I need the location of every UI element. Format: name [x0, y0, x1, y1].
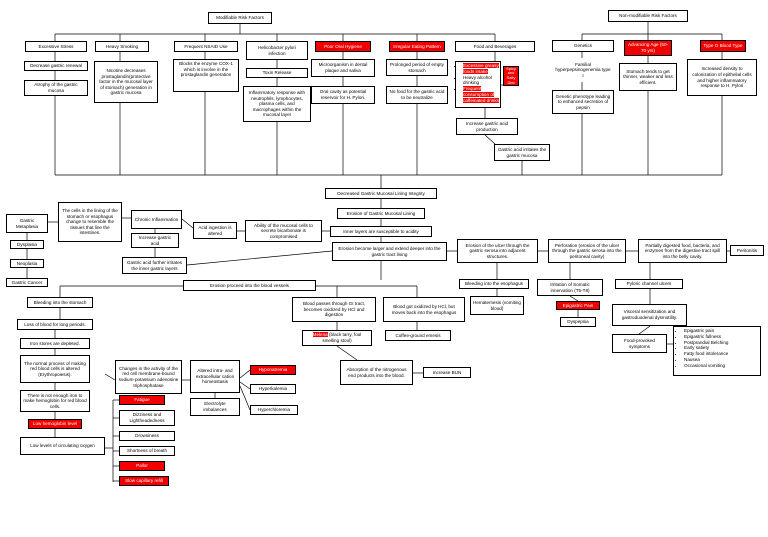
absorption-box: Absorption of the nitrogenous end produc…: [340, 360, 413, 385]
provoked-symptom-list: Epigastric pain Epigastric fullness Post…: [673, 326, 761, 376]
food-provoked-box: Food-provoked symptoms: [612, 334, 667, 353]
iron-depleted-box: Iron stores are depleted.: [20, 338, 90, 349]
neoplasia-box: Neoplasia: [10, 259, 44, 268]
h-pylori-box: Helicobacter pylori infection: [246, 41, 308, 60]
modifiable-risk-factors-title: Modifiable Risk Factors: [208, 12, 272, 24]
no-food-box: No food for the gastric acid to be neutr…: [386, 86, 448, 104]
provoked-symptom: Fatty food intolerance: [684, 351, 728, 357]
altered-cation-box: Altered intra- and extracellular cation …: [190, 360, 240, 393]
irritation-somatic-box: Irritation of Somatic innervation (T5-T8…: [537, 279, 603, 296]
hyperkalemia-box: Hyperkalemia: [250, 384, 296, 394]
coffee-ground-box: Coffee-ground emesis: [385, 330, 451, 341]
blood-got-box: Blood got oxidized by HCl, but moves bac…: [383, 297, 465, 322]
shortness-breath-box: Shortness of breath: [119, 446, 175, 456]
acid-ingestion-box: Acid ingestion is altered: [193, 222, 237, 239]
decrease-gastric-renewal-box: Decrease gastric renewal: [24, 61, 88, 71]
genetic-phenotype-box: Genetic phenotype leading to enhanced se…: [552, 90, 614, 114]
peritonitis-box: Peritonitis: [730, 245, 764, 256]
type-o-blood-box: Type O Blood Type: [700, 40, 746, 52]
loss-blood-box: Loss of blood for long periods.: [17, 319, 93, 330]
advancing-age-box: Advancing Age (50-70 yrs): [624, 40, 672, 56]
erosion-larger-box: Erosion become larger and extend deeper …: [332, 242, 447, 261]
poor-oral-hygiene-box: Poor Oral Hygiene: [315, 41, 371, 52]
food-list-box: Excessive greasy foods intake Heavy alco…: [455, 61, 501, 108]
increase-bun-box: Increase BUN: [423, 367, 471, 378]
provoked-symptom: Epigastric pain: [684, 328, 728, 334]
not-enough-iron-box: There is not enough iron to make hemoglo…: [20, 390, 90, 412]
gastric-acid-irritates-box: Gastric acid irritates the gastric mucos…: [494, 144, 550, 161]
gastric-cancer-box: Gastric Cancer: [6, 278, 48, 287]
pyloric-channel-box: Pyloric channel ulcers: [615, 279, 683, 289]
hematemesis-box: Hematemesis (vomiting blood): [470, 296, 524, 315]
genetics-box: Genetics: [552, 40, 614, 52]
ability-mucosal-box: Ability of the mucosal cells to secrete …: [245, 220, 322, 242]
melena-box: Melena (black tarry, foul smelling stool…: [302, 330, 372, 346]
familial-box: Familial hyperpepsinogenemia type I: [553, 58, 613, 82]
perforation-box: Perforation (erosion of the ulcer throug…: [548, 239, 626, 263]
food-beverages-box: Food and Beverages: [455, 41, 535, 52]
erosion-ulcer-box: Erosion of the ulcer through the gastric…: [457, 239, 538, 263]
slow-capillary-refill-box: Slow capillary refill: [119, 476, 169, 486]
gastric-metaplasia-box: Gastric Metaplasia: [6, 214, 48, 233]
low-hemoglobin-box: Low hemoglobin level: [28, 419, 82, 429]
nonmodifiable-risk-factors-title: Non-modifiable Risk Factors: [608, 10, 688, 22]
bleeding-esophagus-box: Bleeding into the esophagus: [459, 279, 529, 289]
erosion-blood-vessels-box: Erosion proceed into the blood vessels: [183, 280, 316, 291]
excessive-stress-box: Excessive Stress: [25, 41, 87, 52]
nicotine-box: Nicotine decreases prostaglandin(protect…: [94, 61, 158, 103]
dyspepsia-box: Dyspepsia: [560, 317, 596, 327]
irregular-eating-box: Irregular Eating Pattern: [389, 41, 445, 52]
dizziness-box: Dizziness and Lightheadedness: [119, 410, 175, 426]
erosion-lining-box: Erosion of Gastric Mucosal Lining: [337, 208, 425, 219]
atrophy-box: Atrophy of the gastric mucosa: [24, 80, 88, 96]
food-item: Frequent consumption of caffeinated drin…: [463, 86, 499, 103]
microorganism-box: Microorganism in dental plaque and saliv…: [311, 59, 375, 77]
heavy-smoking-box: Heavy Smoking: [95, 41, 149, 52]
stomach-thinner-box: Stomach tends to get thinner, weaker and…: [619, 63, 677, 91]
partially-digested-box: Partially digested food, bacteria, and e…: [638, 239, 727, 263]
cells-change-box: The cells in the lining of the stomach o…: [58, 202, 122, 242]
food-item: Heavy alcohol drinking: [463, 75, 499, 87]
changes-activity-box: Changes in the activity of the red cell …: [115, 360, 182, 394]
hyperchloremia-box: Hyperchloremia: [250, 405, 298, 415]
inner-layers-box: Inner layers are susceptible to acidity: [330, 226, 432, 237]
hyponatremia-box: Hyponatremia: [250, 365, 296, 375]
visceral-box: Visceral sensitization and gastroduodena…: [612, 304, 687, 326]
decreased-integrity-box: Decreased Gastric Mucosal Lining Integri…: [325, 188, 437, 199]
oral-cavity-box: Oral cavity as potential reservoir for H…: [311, 86, 375, 104]
bleeding-stomach-box: Bleeding into the stomach: [27, 297, 93, 308]
acid-further-box: Gastric acid further irritates the inner…: [122, 257, 187, 274]
increase-gastric-acid-box: Increase gastric acid production: [456, 118, 518, 135]
fatigue-box: Fatigue: [119, 395, 165, 405]
chronic-inflammation-box: Chronic Inflammation: [131, 210, 182, 229]
provoked-symptom: Postprandial Belching: [684, 340, 728, 346]
drowsiness-box: Drowsiness: [119, 431, 175, 441]
increase-gastric-acid-loop-box: Increase gastric acid: [131, 233, 179, 248]
pallor-box: Pallor: [119, 461, 165, 471]
spicy-salty-box: Spicy and Salty Diet: [503, 66, 519, 86]
food-item: Excessive greasy foods intake: [463, 63, 499, 75]
provoked-symptom: Occasional vomiting: [684, 363, 728, 369]
prolonged-empty-stomach-box: Prolonged period of empty stomach: [386, 59, 448, 76]
dysplasia-box: Dysplasia: [10, 240, 44, 249]
low-oxygen-box: Low levels of circulating oxygen: [20, 437, 105, 455]
provoked-symptom: Nausea: [684, 357, 728, 363]
frequent-nsaid-box: Frequent NSAID Use: [174, 41, 238, 52]
epigastric-pain-box: Epigastric Pain: [556, 301, 600, 310]
increased-density-box: Increased density to colonization of epi…: [687, 59, 757, 96]
inflammatory-response-box: Inflammatory response with neutrophils, …: [243, 86, 311, 122]
toxin-release-box: Toxin Release: [246, 68, 308, 78]
normal-process-box: The normal process of making red blood c…: [20, 355, 90, 383]
blocks-cox1-box: Blocks the enzyme COX-1 which is involve…: [173, 59, 239, 92]
melena-label: Melena: [312, 332, 328, 338]
provoked-symptom: Epigastric fullness: [684, 334, 728, 340]
melena-description: (black tarry, foul smelling stool): [322, 332, 362, 343]
provoked-symptom: Early satiety: [684, 345, 728, 351]
blood-passes-box: Blood passes through GI tract, becomes o…: [292, 297, 376, 322]
electrolyte-box: Electrolyte imbalances: [190, 398, 240, 416]
